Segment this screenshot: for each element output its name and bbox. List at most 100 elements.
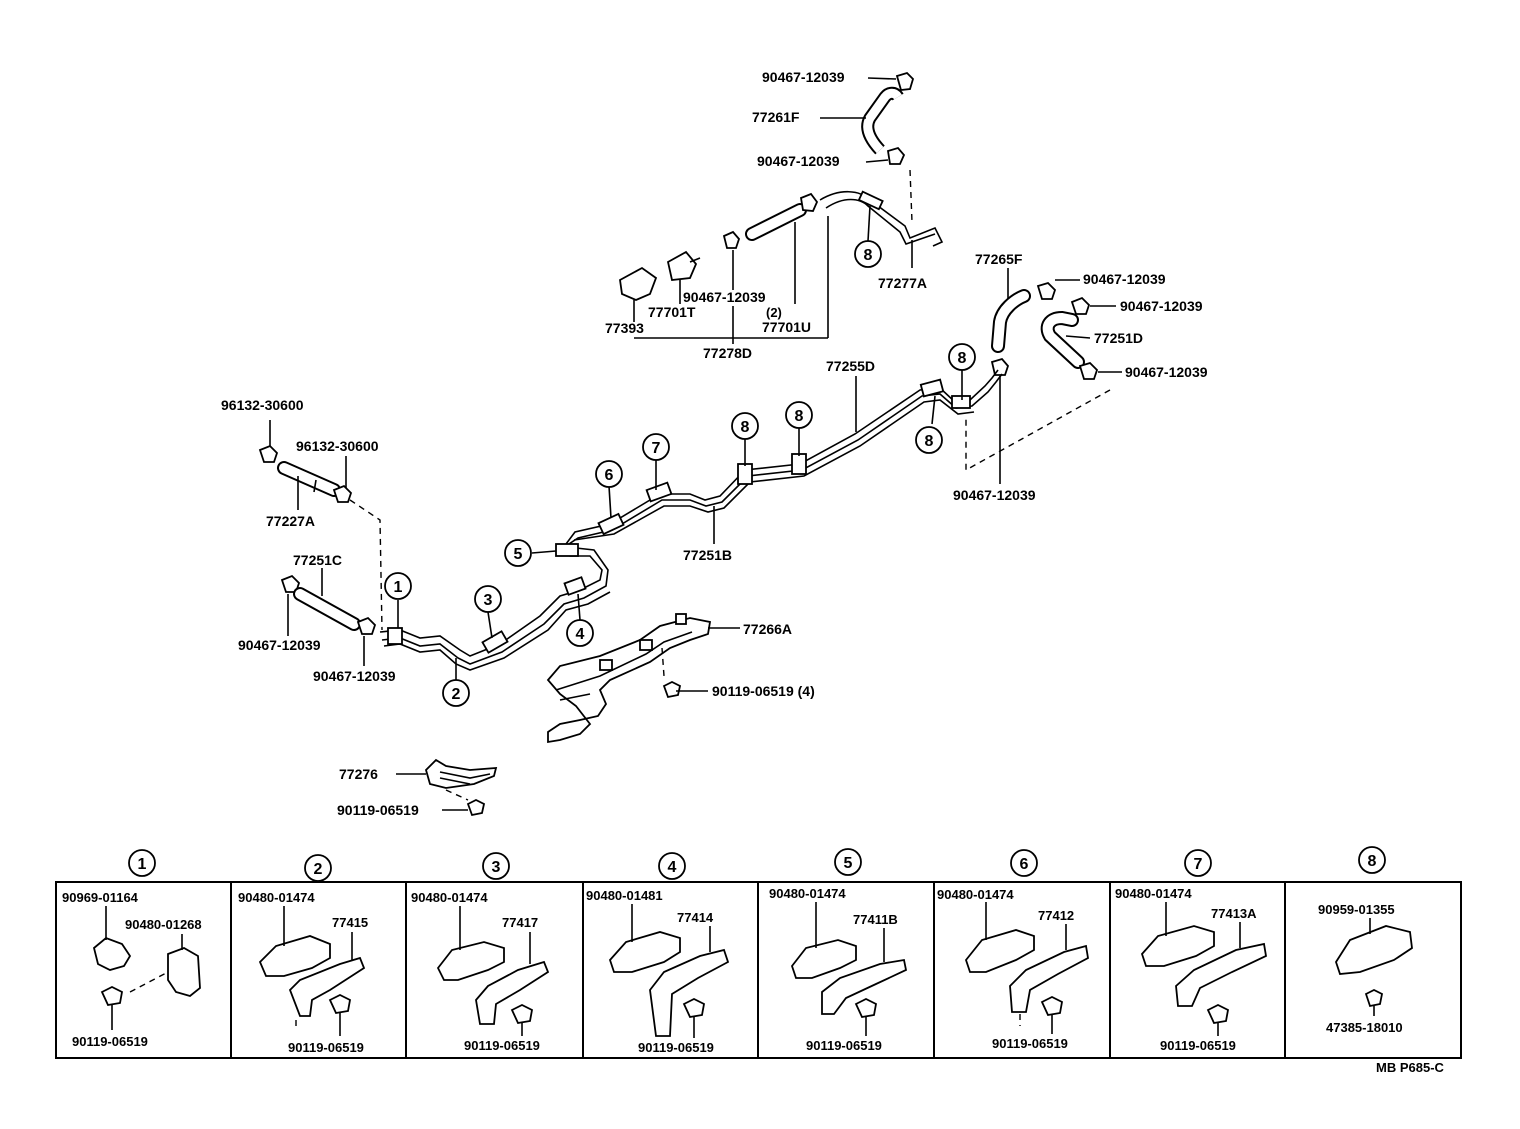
bracket-77266a [546, 613, 740, 744]
clamp-part [1335, 925, 1413, 975]
pipe-clamp-7 [645, 481, 673, 503]
bolt [854, 997, 878, 1019]
detail-panel-2: 2 90480-01474 77415 90119-06519 [238, 854, 368, 1055]
bracket-body [424, 758, 498, 789]
part-label: 90119-06519 [806, 1038, 882, 1053]
part-label: 77413A [1211, 906, 1257, 921]
svg-text:6: 6 [605, 467, 614, 484]
panel-number: 8 [1368, 853, 1377, 870]
callout-7: 7 [642, 433, 670, 461]
part-label: 90480-01474 [769, 886, 846, 901]
pipe-77251b [379, 369, 999, 657]
label-77701t: 77701T [648, 304, 696, 320]
callout-8: 8 [785, 401, 813, 429]
label-77227a: 77227A [266, 513, 315, 529]
label-96132-30600: 96132-30600 [296, 438, 379, 454]
pipe-clamp-5 [555, 543, 579, 557]
main-pipe-assembly [379, 369, 1003, 680]
label-90467-12039: 90467-12039 [1125, 364, 1208, 380]
part-label: 90119-06519 [288, 1040, 364, 1055]
panel-number: 3 [492, 859, 501, 876]
pipe-clamp-8 [951, 395, 971, 409]
svg-text:3: 3 [484, 592, 493, 609]
hose-clip [799, 192, 819, 212]
callout-6: 6 [595, 460, 623, 488]
label-77255d: 77255D [826, 358, 875, 374]
part-label: 77411B [853, 912, 898, 927]
part-label: 77417 [502, 915, 538, 930]
callout-3: 3 [474, 585, 502, 613]
label-77266a: 77266A [743, 621, 792, 637]
label-77265f: 77265F [975, 251, 1023, 267]
callout-2: 2 [442, 679, 470, 707]
panel-number: 2 [314, 861, 323, 878]
hose-clip [1078, 361, 1099, 380]
hose-clip [1070, 296, 1091, 315]
bracket-part [475, 960, 550, 1025]
bolt [1040, 995, 1064, 1017]
callout-8: 8 [731, 412, 759, 440]
pipe-clamp-8 [919, 378, 945, 398]
part-label: 90480-01268 [125, 917, 202, 932]
part-label: 90119-06519 [72, 1034, 148, 1049]
callout-8: 8 [915, 426, 943, 454]
detail-panel-4: 4 90480-01481 77414 90119-06519 [586, 852, 730, 1055]
hose-clip [895, 71, 915, 91]
svg-text:4: 4 [576, 626, 585, 643]
label-77278d: 77278D [703, 345, 752, 361]
bracket-77393 [619, 266, 658, 301]
hose-clip [258, 444, 279, 463]
part-label: 77415 [332, 915, 368, 930]
pipe-clamp-1 [387, 627, 403, 645]
label-77276: 77276 [339, 766, 378, 782]
bracket-tab [675, 613, 687, 625]
svg-text:8: 8 [958, 350, 967, 367]
bracket-body [546, 617, 712, 744]
label-77277a: 77277A [878, 275, 927, 291]
label-77251d: 77251D [1094, 330, 1143, 346]
part-label: 77414 [677, 910, 714, 925]
clamp-part [964, 929, 1035, 973]
label-90119-06519-4: 90119-06519 (4) [712, 683, 815, 699]
callout-1: 1 [384, 572, 412, 600]
label-90467-12039: 90467-12039 [757, 153, 840, 169]
bolt [662, 680, 682, 699]
bolt [328, 993, 352, 1015]
leader-line [487, 611, 493, 639]
label-90467-12039: 90467-12039 [313, 668, 396, 684]
label-77701u: 77701U [762, 319, 811, 335]
svg-text:1: 1 [394, 579, 403, 596]
clamp-part [790, 939, 857, 979]
detail-panels: 1 90969-01164 90480-01268 90119-06519 2 … [55, 846, 1462, 1059]
hose-clip [886, 146, 906, 165]
leader-line [867, 205, 871, 242]
label-90467-12039: 90467-12039 [1120, 298, 1203, 314]
leader-line [577, 593, 581, 621]
top-hose-assembly [619, 71, 944, 344]
label-90467-12039: 90467-12039 [762, 69, 845, 85]
label-90467-12039: 90467-12039 [953, 487, 1036, 503]
detail-panel-7: 7 90480-01474 77413A 90119-06519 [1115, 849, 1267, 1053]
grommet [1364, 988, 1384, 1008]
bolt [682, 997, 706, 1019]
part-label: 77412 [1038, 908, 1074, 923]
svg-text:2: 2 [452, 686, 461, 703]
left-hose-assembly [258, 420, 383, 666]
leader-line [931, 395, 936, 425]
callout-8: 8 [854, 240, 882, 268]
right-hose-assembly [965, 268, 1122, 484]
dashed-guide [661, 647, 665, 677]
part-label: 90119-06519 [638, 1040, 714, 1055]
hose-clip [1036, 281, 1057, 300]
bracket-part [288, 956, 366, 1017]
bolt [100, 985, 124, 1007]
svg-text:8: 8 [795, 408, 804, 425]
leader-line [1065, 335, 1091, 339]
bracket-77276 [396, 758, 498, 817]
pipe-clamp-8 [791, 453, 807, 475]
label-96132-30600: 96132-30600 [221, 397, 304, 413]
panel-number: 5 [844, 855, 853, 872]
check-valve-77701t [666, 250, 698, 281]
callout-8: 8 [948, 343, 976, 371]
